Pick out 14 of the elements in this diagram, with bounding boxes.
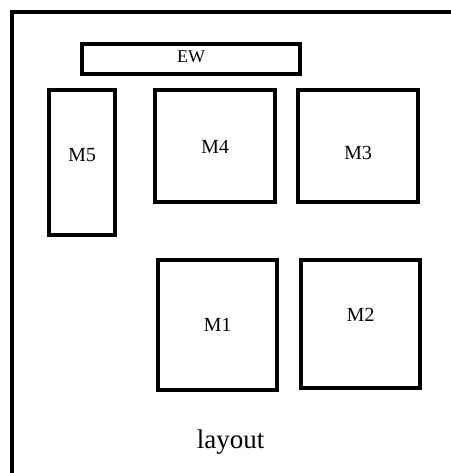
layout-caption: layout [196, 424, 266, 455]
module-block [80, 42, 302, 76]
module-block [47, 88, 117, 237]
module-label: M3 [343, 142, 373, 165]
module-label: M5 [67, 144, 97, 167]
module-block [156, 258, 279, 392]
module-label: M2 [346, 304, 376, 327]
module-label: EW [176, 46, 206, 67]
module-label: M1 [202, 314, 232, 337]
layout-frame [10, 10, 451, 473]
module-label: M4 [200, 136, 230, 159]
module-block [299, 258, 422, 390]
module-block [153, 88, 277, 204]
module-block [296, 88, 420, 204]
